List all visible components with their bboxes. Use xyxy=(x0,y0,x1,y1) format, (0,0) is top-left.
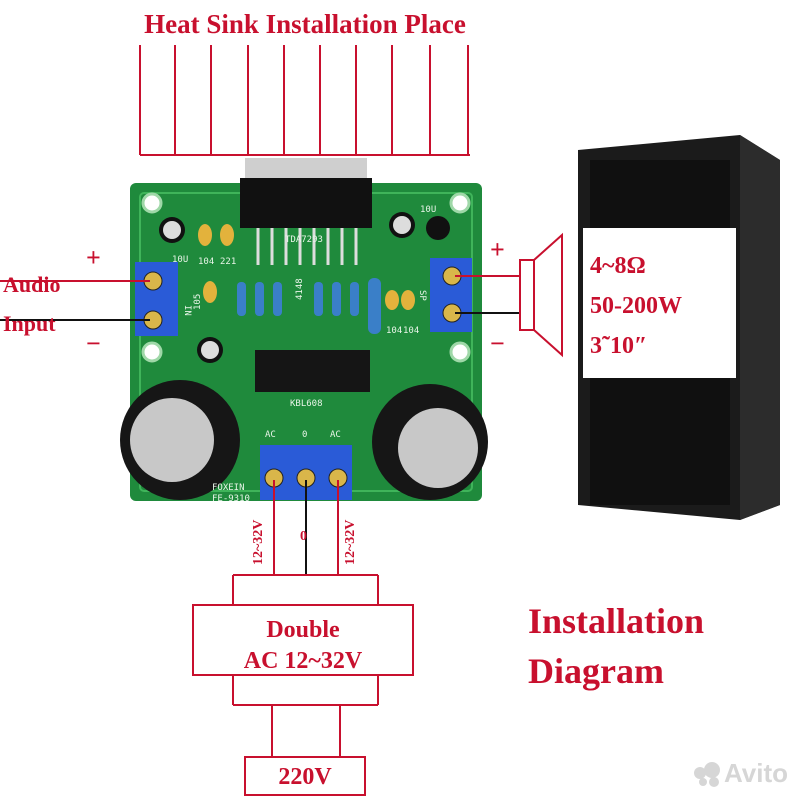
output-plus-sign: + xyxy=(490,235,505,264)
power-label-right: 12~32V xyxy=(343,520,358,565)
silk-in: IN xyxy=(182,305,192,316)
filter-capacitor-left xyxy=(120,380,240,500)
power-label-center: 0 xyxy=(300,529,307,544)
speaker-power: 50-200W xyxy=(590,293,682,319)
watermark: Avito xyxy=(724,758,788,788)
transformer-label-1: Double xyxy=(266,617,340,643)
silk-sp: SP xyxy=(417,290,427,301)
audio-input-terminal[interactable] xyxy=(135,262,178,336)
transformer-diagram xyxy=(192,574,414,796)
input-minus-sign: − xyxy=(86,329,101,358)
silk-model: FE-9310 xyxy=(212,494,250,504)
silk-cap-left: 10U xyxy=(172,255,188,265)
speaker-size: 3˜10″ xyxy=(590,333,647,359)
silk-cap1: 104 xyxy=(198,257,214,267)
input-plus-sign: + xyxy=(86,243,101,272)
transformer-label-2: AC 12~32V xyxy=(244,648,363,674)
silk-cap-r2: 104 xyxy=(403,326,419,336)
filter-capacitor-right xyxy=(372,384,488,500)
heat-sink-fins xyxy=(139,45,470,156)
resistors xyxy=(237,278,381,334)
speaker-icon xyxy=(519,232,563,358)
amplifier-chip: TDA7293 xyxy=(240,158,372,265)
avito-logo-icon xyxy=(694,762,720,787)
speaker-impedance: 4~8Ω xyxy=(590,253,646,279)
silk-brand: FOXEIN xyxy=(212,483,245,493)
silk-cap-r1: 104 xyxy=(386,326,402,336)
speaker-output-terminal[interactable] xyxy=(430,258,472,332)
diagram-title-2: Diagram xyxy=(528,651,664,691)
silk-zero: 0 xyxy=(302,430,307,440)
silk-ac-left: AC xyxy=(265,430,276,440)
silk-ac-right: AC xyxy=(330,430,341,440)
speaker-cabinet xyxy=(578,135,780,520)
mains-voltage-label: 220V xyxy=(278,764,332,790)
chip-label: TDA7293 xyxy=(285,235,323,245)
power-label-left: 12~32V xyxy=(251,520,266,565)
silk-cap2: 221 xyxy=(220,257,236,267)
silk-cap3: 105 xyxy=(193,294,203,310)
diagram-title-1: Installation xyxy=(528,601,704,641)
output-minus-sign: − xyxy=(490,329,505,358)
silk-diode: 4148 xyxy=(295,278,305,300)
amplifier-pcb: TDA7293 10U 104 221 105 IN SP 10U 104 10… xyxy=(120,158,488,504)
audio-input-label-2: Input xyxy=(3,311,56,336)
silk-rectifier: KBL608 xyxy=(290,399,323,409)
silk-cap-right: 10U xyxy=(420,205,436,215)
audio-input-label-1: Audio xyxy=(3,272,60,297)
rectifier-bridge xyxy=(255,350,370,392)
heat-sink-title: Heat Sink Installation Place xyxy=(144,9,466,39)
